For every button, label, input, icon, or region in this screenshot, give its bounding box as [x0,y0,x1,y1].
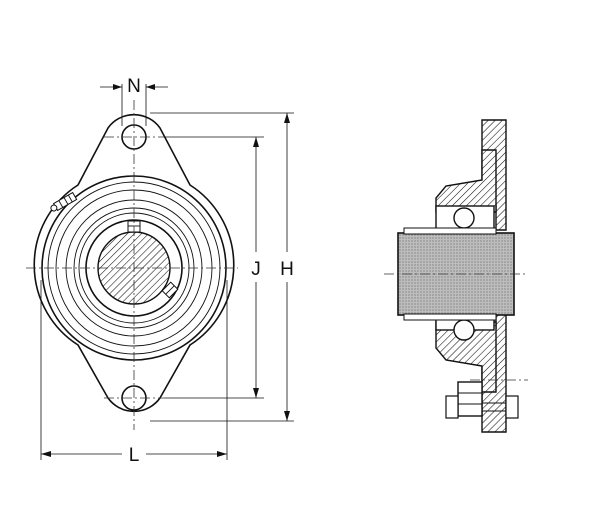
ball-lower [453,319,475,341]
housing-upper [435,149,497,213]
inner-ring-lower [403,313,497,321]
side-set-screw [161,281,179,299]
inner-ring-upper [403,227,497,235]
flange-outline [33,113,235,413]
ball-upper [453,207,475,229]
grease-nipple [50,191,78,212]
dimension-j: J [164,136,264,399]
dimension-h: H [150,112,294,422]
mounting-bolt [445,381,519,419]
dimension-h-label: H [280,259,294,280]
dimension-n: N [100,76,168,126]
dimension-l: L [40,280,228,466]
front-view [26,100,238,430]
dimension-n-label: N [127,76,141,97]
dimension-j-label: J [251,259,261,280]
dimension-l-label: L [129,445,140,466]
housing-lower [435,321,497,393]
side-section-view [384,119,528,433]
